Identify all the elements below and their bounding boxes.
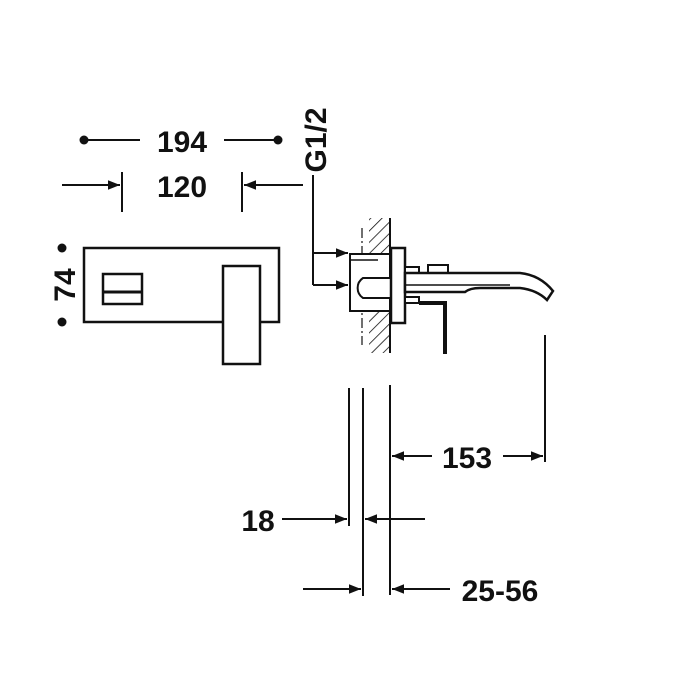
label-74: 74 bbox=[49, 268, 82, 302]
dimension-194: 194 bbox=[79, 126, 283, 159]
label-18: 18 bbox=[241, 505, 274, 538]
dimension-120: 120 bbox=[62, 171, 303, 212]
dimension-153: 153 bbox=[389, 335, 546, 595]
connection-g12: G1/2 bbox=[300, 107, 348, 290]
label-25-56: 25-56 bbox=[462, 575, 539, 608]
dimension-18: 18 bbox=[241, 388, 425, 596]
dimension-74: 74 bbox=[49, 243, 82, 327]
label-194: 194 bbox=[157, 126, 207, 159]
label-120: 120 bbox=[157, 171, 207, 204]
label-153: 153 bbox=[442, 442, 492, 475]
side-view bbox=[349, 218, 555, 354]
dimension-25-56: 25-56 bbox=[303, 575, 538, 608]
label-g12: G1/2 bbox=[300, 107, 333, 172]
front-view bbox=[82, 246, 281, 366]
